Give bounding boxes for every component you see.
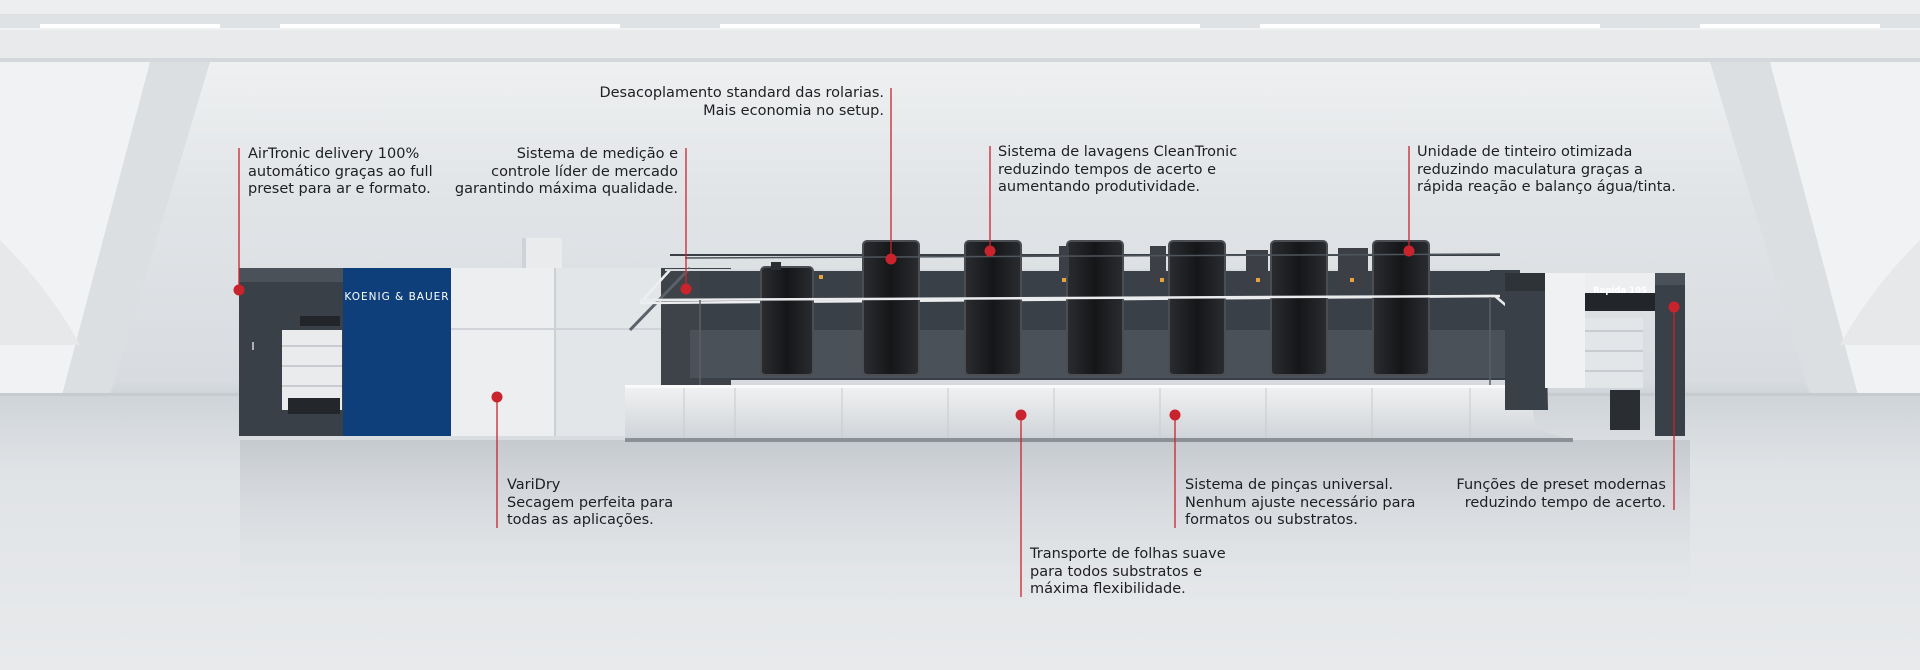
callout-line: reduzindo tempo de acerto. bbox=[1464, 494, 1666, 511]
wall-arches bbox=[0, 62, 1920, 395]
callout-line: todas as aplicações. bbox=[507, 512, 654, 528]
feeder-unit: Rapida 105 bbox=[1505, 273, 1685, 436]
callout-line: Sistema de lavagens CleanTronic bbox=[998, 144, 1238, 160]
callout-line: Sistema de pinças universal. bbox=[1185, 477, 1394, 493]
callout-line: controle líder de mercado bbox=[491, 163, 678, 180]
callout-line: Sistema de medição e bbox=[516, 146, 678, 162]
callout-leaders bbox=[233, 88, 1680, 597]
model-label: Rapida 105 bbox=[1593, 286, 1647, 296]
callout-varidry: VariDry Secagem perfeita para todas as a… bbox=[507, 477, 673, 530]
callout-line: para todos substratos e bbox=[1030, 563, 1203, 580]
callout-line: preset para ar e formato. bbox=[248, 181, 431, 197]
callout-line: VariDry bbox=[507, 477, 561, 493]
callout-line: Funções de preset modernas bbox=[1456, 477, 1666, 493]
marker-pincas bbox=[1169, 409, 1181, 421]
brand-logo: KOENIG & BAUER bbox=[344, 291, 449, 303]
callout-line: Mais economia no setup. bbox=[703, 102, 884, 119]
callout-cleantronic: Sistema de lavagens CleanTronic reduzind… bbox=[998, 144, 1237, 197]
ceiling bbox=[0, 0, 1920, 62]
marker-airtronic bbox=[233, 284, 245, 296]
callout-desacoplamento: Desacoplamento standard das rolarias. Ma… bbox=[599, 85, 884, 120]
callout-medicao: Sistema de medição e controle líder de m… bbox=[455, 146, 678, 199]
press-base bbox=[625, 385, 1573, 442]
callout-line: reduzindo maculatura graças a bbox=[1417, 161, 1643, 178]
callout-preset: Funções de preset modernas reduzindo tem… bbox=[1456, 477, 1666, 512]
callout-line: reduzindo tempos de acerto e bbox=[998, 161, 1217, 178]
callout-line: Transporte de folhas suave bbox=[1030, 546, 1226, 562]
callout-line: Nenhum ajuste necessário para bbox=[1185, 494, 1416, 511]
marker-varidry bbox=[491, 391, 503, 403]
brand-panel bbox=[343, 268, 451, 436]
callout-line: Desacoplamento standard das rolarias. bbox=[599, 85, 884, 101]
callout-line: garantindo máxima qualidade. bbox=[454, 181, 678, 197]
marker-transporte bbox=[1015, 409, 1027, 421]
callout-line: Secagem perfeita para bbox=[507, 494, 674, 511]
marker-tinteiro bbox=[1403, 245, 1415, 257]
callout-line: máxima flexibilidade. bbox=[1030, 581, 1186, 597]
marker-desacoplamento bbox=[885, 253, 897, 265]
callout-line: AirTronic delivery 100% bbox=[248, 146, 420, 162]
callout-tinteiro: Unidade de tinteiro otimizada reduzindo … bbox=[1417, 144, 1676, 197]
callout-transporte: Transporte de folhas suave para todos su… bbox=[1030, 546, 1226, 599]
marker-medicao bbox=[680, 283, 692, 295]
marker-cleantronic bbox=[984, 245, 996, 257]
floor-reflection bbox=[240, 440, 1690, 620]
delivery-unit bbox=[239, 268, 343, 436]
callout-line: rápida reação e balanço água/tinta. bbox=[1417, 179, 1676, 195]
callout-airtronic: AirTronic delivery 100% automático graça… bbox=[248, 146, 433, 199]
callout-line: formatos ou substratos. bbox=[1185, 512, 1358, 528]
callout-pincas: Sistema de pinças universal. Nenhum ajus… bbox=[1185, 477, 1415, 530]
callout-line: automático graças ao full bbox=[248, 163, 433, 180]
callout-line: aumentando produtividade. bbox=[998, 179, 1201, 195]
callout-line: Unidade de tinteiro otimizada bbox=[1417, 144, 1633, 160]
marker-preset bbox=[1668, 301, 1680, 313]
